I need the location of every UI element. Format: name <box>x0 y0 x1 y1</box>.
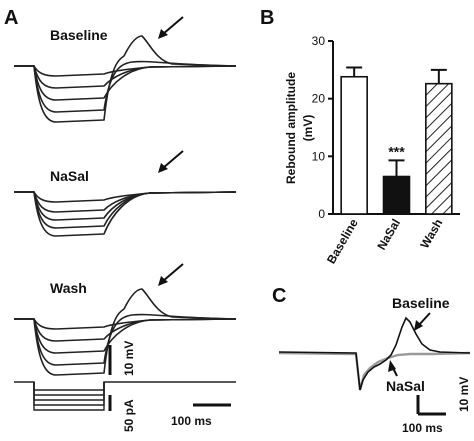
time-scalebar-label: 100 ms <box>171 414 212 428</box>
y-tick-label: 10 <box>312 149 326 163</box>
nasal-overlay-trace <box>278 351 471 391</box>
bar-wash <box>425 82 453 215</box>
wash-traces <box>14 288 237 376</box>
current-step-protocol <box>14 381 236 411</box>
nasal-traces <box>14 191 237 237</box>
arrow-icon <box>388 360 398 377</box>
current-scalebar-label: 50 pA <box>122 399 136 432</box>
y-axis-label-line2: (mV) <box>301 115 315 142</box>
arrow-icon <box>414 312 431 331</box>
x-tick-label: Wash <box>418 217 446 251</box>
bar-baseline <box>340 75 368 215</box>
baseline-traces <box>14 35 237 123</box>
time-scalebar-label: 100 ms <box>402 421 443 435</box>
trace-label-nasal: NaSal <box>386 378 425 394</box>
baseline-overlay-trace <box>278 316 471 391</box>
condition-label-baseline: Baseline <box>50 27 108 43</box>
voltage-trace <box>14 288 237 376</box>
voltage-trace <box>14 65 237 101</box>
panel-a-baseline: Baseline <box>14 16 237 123</box>
arrow-icon <box>158 263 184 286</box>
arrow-icon <box>158 150 184 173</box>
condition-label-wash: Wash <box>50 280 87 296</box>
bar-chart: Rebound amplitude (mV) 0 10 20 30 Baseline N… <box>284 34 460 266</box>
panel-c-scalebars: 10 mV 100 ms <box>402 377 471 435</box>
voltage-scalebar-label: 10 mV <box>457 377 471 412</box>
panel-a-scalebars: 10 mV 50 pA 100 ms <box>108 341 231 432</box>
panel-a-wash: Wash <box>14 263 237 376</box>
arrow-icon <box>158 16 184 39</box>
panel-b-letter: B <box>260 7 274 29</box>
condition-label-nasal: NaSal <box>50 168 89 184</box>
voltage-trace <box>14 35 237 123</box>
voltage-trace <box>14 65 237 77</box>
panel-c-traces <box>278 316 471 391</box>
x-tick-label: Baseline <box>324 216 361 266</box>
voltage-trace <box>14 191 237 237</box>
significance-annotation: *** <box>388 143 405 159</box>
voltage-trace <box>14 318 237 354</box>
panel-c-letter: C <box>272 285 286 307</box>
y-tick-label: 30 <box>312 34 326 48</box>
voltage-trace <box>14 318 237 330</box>
y-tick-label: 0 <box>318 207 325 221</box>
y-tick-label: 20 <box>312 92 326 106</box>
x-tick-label: NaSal <box>374 217 403 253</box>
y-axis-label-line1: Rebound amplitude <box>284 72 298 184</box>
voltage-scalebar-label: 10 mV <box>122 341 136 376</box>
panel-a-nasal: NaSal <box>14 150 237 237</box>
bar-nasal <box>382 175 411 215</box>
panel-a-letter: A <box>4 7 18 29</box>
trace-label-baseline: Baseline <box>392 295 450 311</box>
